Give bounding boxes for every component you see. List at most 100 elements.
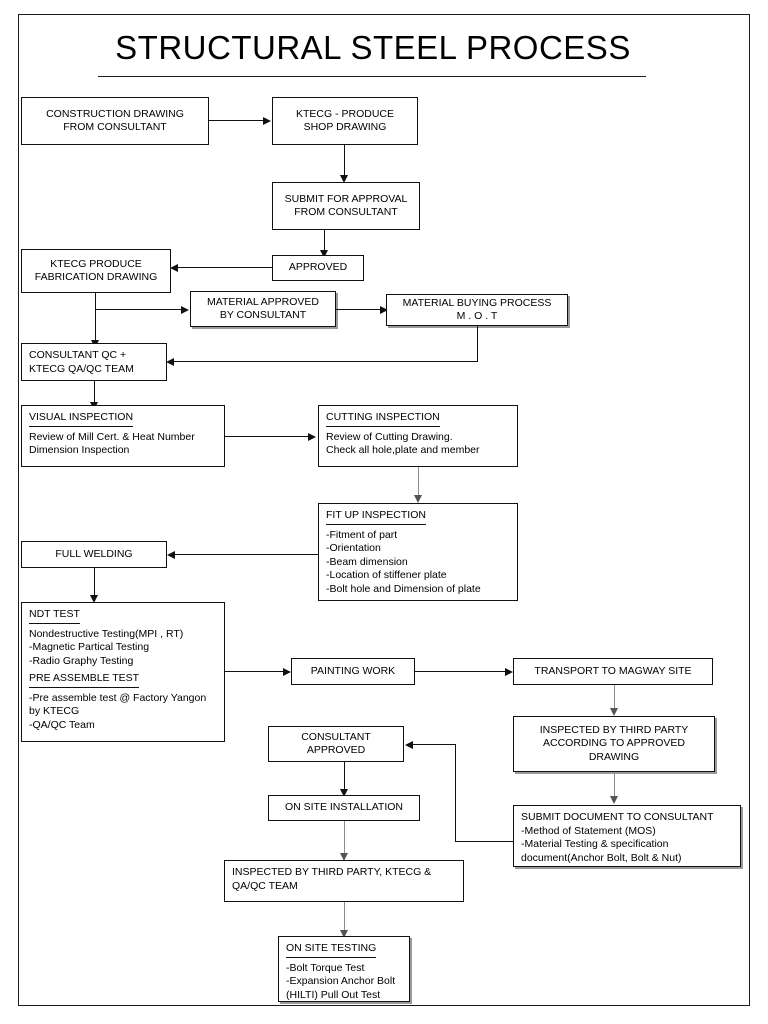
node-painting-work[interactable]: PAINTING WORK [291,658,415,685]
node-construction-drawing[interactable]: CONSTRUCTION DRAWING FROM CONSULTANT [21,97,209,145]
arrowhead-right [380,305,388,314]
node-approved[interactable]: APPROVED [272,255,364,281]
node-line: KTECG - PRODUCE [295,107,394,120]
node-line: M . O . T [456,310,498,322]
node-line: Nondestructive Testing(MPI , RT) [29,627,184,640]
node-line: CONSULTANT [301,730,371,743]
node-ndt-test[interactable]: NDT TEST Nondestructive Testing(MPI , RT… [21,602,225,742]
node-line: Dimension Inspection [29,444,130,456]
arrowhead-right [308,432,316,441]
arrowhead-down [320,250,328,258]
arrowhead-left [167,550,175,559]
arrowhead-left [166,357,174,366]
node-line: FROM CONSULTANT [63,121,167,133]
node-line: PAINTING WORK [310,664,396,677]
node-inspected-third-party-ktecg[interactable]: INSPECTED BY THIRD PARTY, KTECG & QA/QC … [224,860,464,902]
node-line: APPROVED [306,744,366,756]
connector-fabrication-down [95,293,97,345]
connector-inspected-to-on-site-testing [344,902,346,934]
node-heading: FIT UP INSPECTION [326,509,426,525]
connector-cutting-to-fitup [418,467,420,499]
node-heading: CUTTING INSPECTION [326,411,440,427]
node-line: (HILTI) Pull Out Test [286,988,381,1001]
node-fit-up-inspection[interactable]: FIT UP INSPECTION -Fitment of part -Orie… [318,503,518,601]
node-line: INSPECTED BY THIRD PARTY, KTECG & [232,866,432,878]
node-line: -Material Testing & specification [521,838,669,850]
node-line: ON SITE INSTALLATION [284,801,404,814]
node-line: SUBMIT FOR APPROVAL [284,192,408,205]
connector-consultant-approved-to-installation [344,762,346,794]
arrowhead-down [340,930,348,938]
node-material-approved[interactable]: MATERIAL APPROVED BY CONSULTANT [190,291,336,327]
node-ktecg-shop-drawing[interactable]: KTECG - PRODUCE SHOP DRAWING [272,97,418,145]
arrowhead-left [170,263,178,272]
connector-full-welding-to-ndt [94,568,96,601]
node-line: by KTECG [29,705,80,717]
node-line: -Method of Statement (MOS) [521,824,656,837]
connector-fabrication-to-material-approved [95,309,183,311]
arrowhead-right [181,305,189,314]
node-consultant-qc[interactable]: CONSULTANT QC + KTECG QA/QC TEAM [21,343,167,381]
page-title: STRUCTURAL STEEL PROCESS [115,29,631,66]
connector-consultant-qc-to-visual [94,381,96,407]
node-line: MATERIAL BUYING PROCESS [402,296,552,309]
arrowhead-down [340,175,348,183]
node-on-site-installation[interactable]: ON SITE INSTALLATION [268,795,420,821]
node-line: document(Anchor Bolt, Bolt & Nut) [521,851,682,864]
node-consultant-approved[interactable]: CONSULTANT APPROVED [268,726,404,762]
arrowhead-down [90,595,98,603]
node-line: BY CONSULTANT [219,309,307,321]
connector-buying-down [477,326,479,362]
connector-submit-document-left [455,841,514,843]
node-line: -Bolt hole and Dimension of plate [326,582,481,595]
title-underline [98,76,646,77]
arrowhead-right [505,667,513,676]
arrowhead-left [405,740,413,749]
node-line: -Magnetic Partical Testing [29,641,150,653]
connector-submit-document-to-consultant-approved [412,744,456,746]
node-cutting-inspection[interactable]: CUTTING INSPECTION Review of Cutting Dra… [318,405,518,467]
node-line: -Location of stiffener plate [326,569,447,581]
node-line: -Orientation [326,542,381,554]
connector-submit-document-up [455,744,457,842]
node-submit-for-approval[interactable]: SUBMIT FOR APPROVAL FROM CONSULTANT [272,182,420,230]
node-ktecg-fabrication-drawing[interactable]: KTECG PRODUCE FABRICATION DRAWING [21,249,171,293]
node-line: QA/QC TEAM [232,879,298,892]
node-material-buying-process[interactable]: MATERIAL BUYING PROCESS M . O . T [386,294,568,326]
node-line: CONSTRUCTION DRAWING [46,107,184,120]
node-submit-document[interactable]: SUBMIT DOCUMENT TO CONSULTANT -Method of… [513,805,741,867]
arrowhead-down [340,789,348,797]
node-line: CONSULTANT QC + [29,349,127,361]
connector-shop-to-submit [344,145,346,179]
node-line: DRAWING [588,750,640,763]
arrowhead-right [283,667,291,676]
connector-inspected-to-submit-document [614,772,616,800]
node-line: -Beam dimension [326,555,408,568]
node-full-welding[interactable]: FULL WELDING [21,541,167,568]
node-line: MATERIAL APPROVED [206,295,320,308]
connector-approved-to-fabrication [177,267,272,269]
connector-fitup-to-full-welding [174,554,318,556]
node-line: TRANSPORT TO MAGWAY SITE [534,664,692,677]
connector-installation-to-inspected [344,821,346,857]
node-heading: NDT TEST [29,608,80,624]
node-line: KTECG QA/QC TEAM [29,362,134,375]
node-line: FABRICATION DRAWING [34,271,158,283]
node-line: SHOP DRAWING [303,121,387,133]
node-line: -Bolt Torque Test [286,961,365,974]
node-line: -Expansion Anchor Bolt [286,975,396,987]
node-on-site-testing[interactable]: ON SITE TESTING -Bolt Torque Test -Expan… [278,936,410,1002]
node-line: KTECG PRODUCE [50,257,142,270]
node-transport-magway[interactable]: TRANSPORT TO MAGWAY SITE [513,658,713,685]
arrowhead-down [340,853,348,861]
arrowhead-down [414,495,422,503]
node-inspected-third-party-approved-drawing[interactable]: INSPECTED BY THIRD PARTY ACCORDING TO AP… [513,716,715,772]
node-line: INSPECTED BY THIRD PARTY [539,723,689,736]
node-visual-inspection[interactable]: VISUAL INSPECTION Review of Mill Cert. &… [21,405,225,467]
node-line: APPROVED [288,261,348,274]
node-line: -Radio Graphy Testing [29,654,134,667]
connector-painting-to-transport [415,671,507,673]
connector-ndt-to-painting [225,671,285,673]
node-line: Check all hole,plate and member [326,444,480,456]
node-line: -QA/QC Team [29,718,95,731]
